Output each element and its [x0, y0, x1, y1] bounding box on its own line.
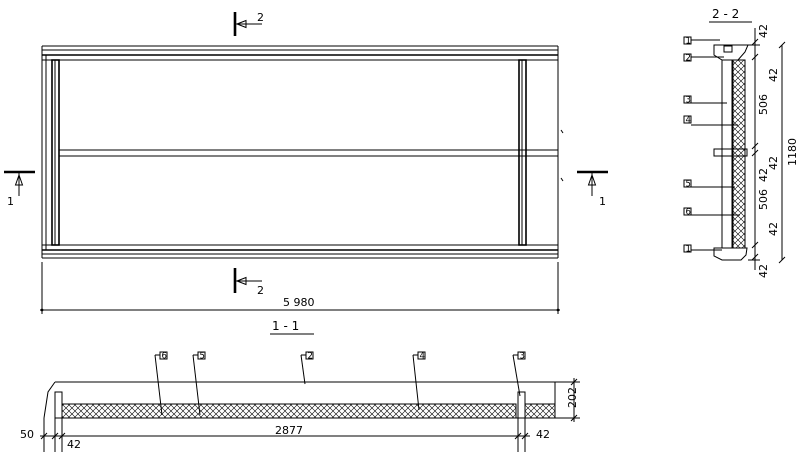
section-1-1: 1 - 1 6 5 2: [20, 319, 580, 452]
section-2-tags: 1 2 3 4 5 6 1: [683, 36, 740, 255]
section-2-overall: 1180: [786, 138, 799, 166]
svg-text:6: 6: [686, 208, 691, 218]
plan-overall-dimension: 5 980: [40, 262, 560, 314]
svg-text:42: 42: [767, 156, 780, 170]
cut-2-bottom-label: 2: [257, 284, 264, 297]
svg-text:3: 3: [686, 96, 691, 106]
section-1-bottom-dimension: 50 42 2877 42: [20, 418, 550, 452]
section-cut-1-left: 1: [4, 170, 35, 208]
section-2-dimension-chain: 42 42 506 42 42 506 42 42 1180: [748, 24, 799, 278]
svg-text:5: 5: [686, 180, 691, 190]
section-1-dim-left2: 42: [67, 438, 81, 451]
section-1-height: 202: [566, 387, 579, 408]
svg-text:506: 506: [757, 189, 770, 210]
section-1-dim-main: 2877: [275, 424, 303, 437]
plan-end-rib-right: [518, 59, 527, 246]
section-1-end-rib-right: [517, 391, 526, 419]
section-2-bottom-flange: [713, 247, 748, 261]
svg-text:4: 4: [420, 352, 425, 362]
section-1-dim-right: 42: [536, 428, 550, 441]
plan-edge-tick: [560, 177, 564, 182]
svg-text:5: 5: [200, 352, 205, 362]
plan-middle-rib: [59, 149, 558, 157]
svg-text:42: 42: [757, 168, 770, 182]
section-1-dim-left: 50: [20, 428, 34, 441]
section-cut-2-bottom: 2: [233, 268, 264, 297]
svg-text:42: 42: [757, 264, 770, 278]
section-2-slab: [721, 59, 746, 249]
plan-view: 2 2 1 1 5 980: [4, 11, 608, 314]
section-1-tags: 6 5 2 4 3: [154, 351, 526, 416]
svg-text:3: 3: [520, 352, 525, 362]
plan-edge-tick: [560, 129, 564, 134]
cut-2-top-label: 2: [257, 11, 264, 24]
svg-text:2: 2: [686, 54, 691, 64]
svg-text:4: 4: [686, 116, 691, 126]
overall-length-label: 5 980: [283, 296, 315, 309]
section-1-slab: [43, 381, 556, 419]
svg-text:42: 42: [767, 222, 780, 236]
svg-text:42: 42: [767, 68, 780, 82]
svg-text:1: 1: [686, 245, 691, 255]
cut-1-right-label: 1: [599, 195, 606, 208]
plan-outer-frame: [41, 45, 559, 259]
section-2-middle-rib: [713, 148, 748, 157]
svg-text:506: 506: [757, 94, 770, 115]
cut-1-left-label: 1: [7, 195, 14, 208]
svg-text:1: 1: [686, 37, 691, 47]
section-cut-1-right: 1: [577, 170, 608, 208]
svg-text:6: 6: [162, 352, 167, 362]
section-2-title: 2 - 2: [712, 7, 739, 21]
section-2-top-flange: [713, 44, 749, 61]
svg-text:2: 2: [308, 352, 313, 362]
section-cut-2-top: 2: [233, 11, 264, 36]
plan-end-rib-left: [51, 59, 60, 246]
section-1-end-rib-left: [54, 391, 63, 419]
section-1-title: 1 - 1: [272, 319, 299, 333]
svg-text:42: 42: [757, 24, 770, 38]
section-1-height-dimension: 202: [555, 378, 580, 422]
section-2-2: 2 - 2 1 2 3 4: [683, 7, 799, 278]
